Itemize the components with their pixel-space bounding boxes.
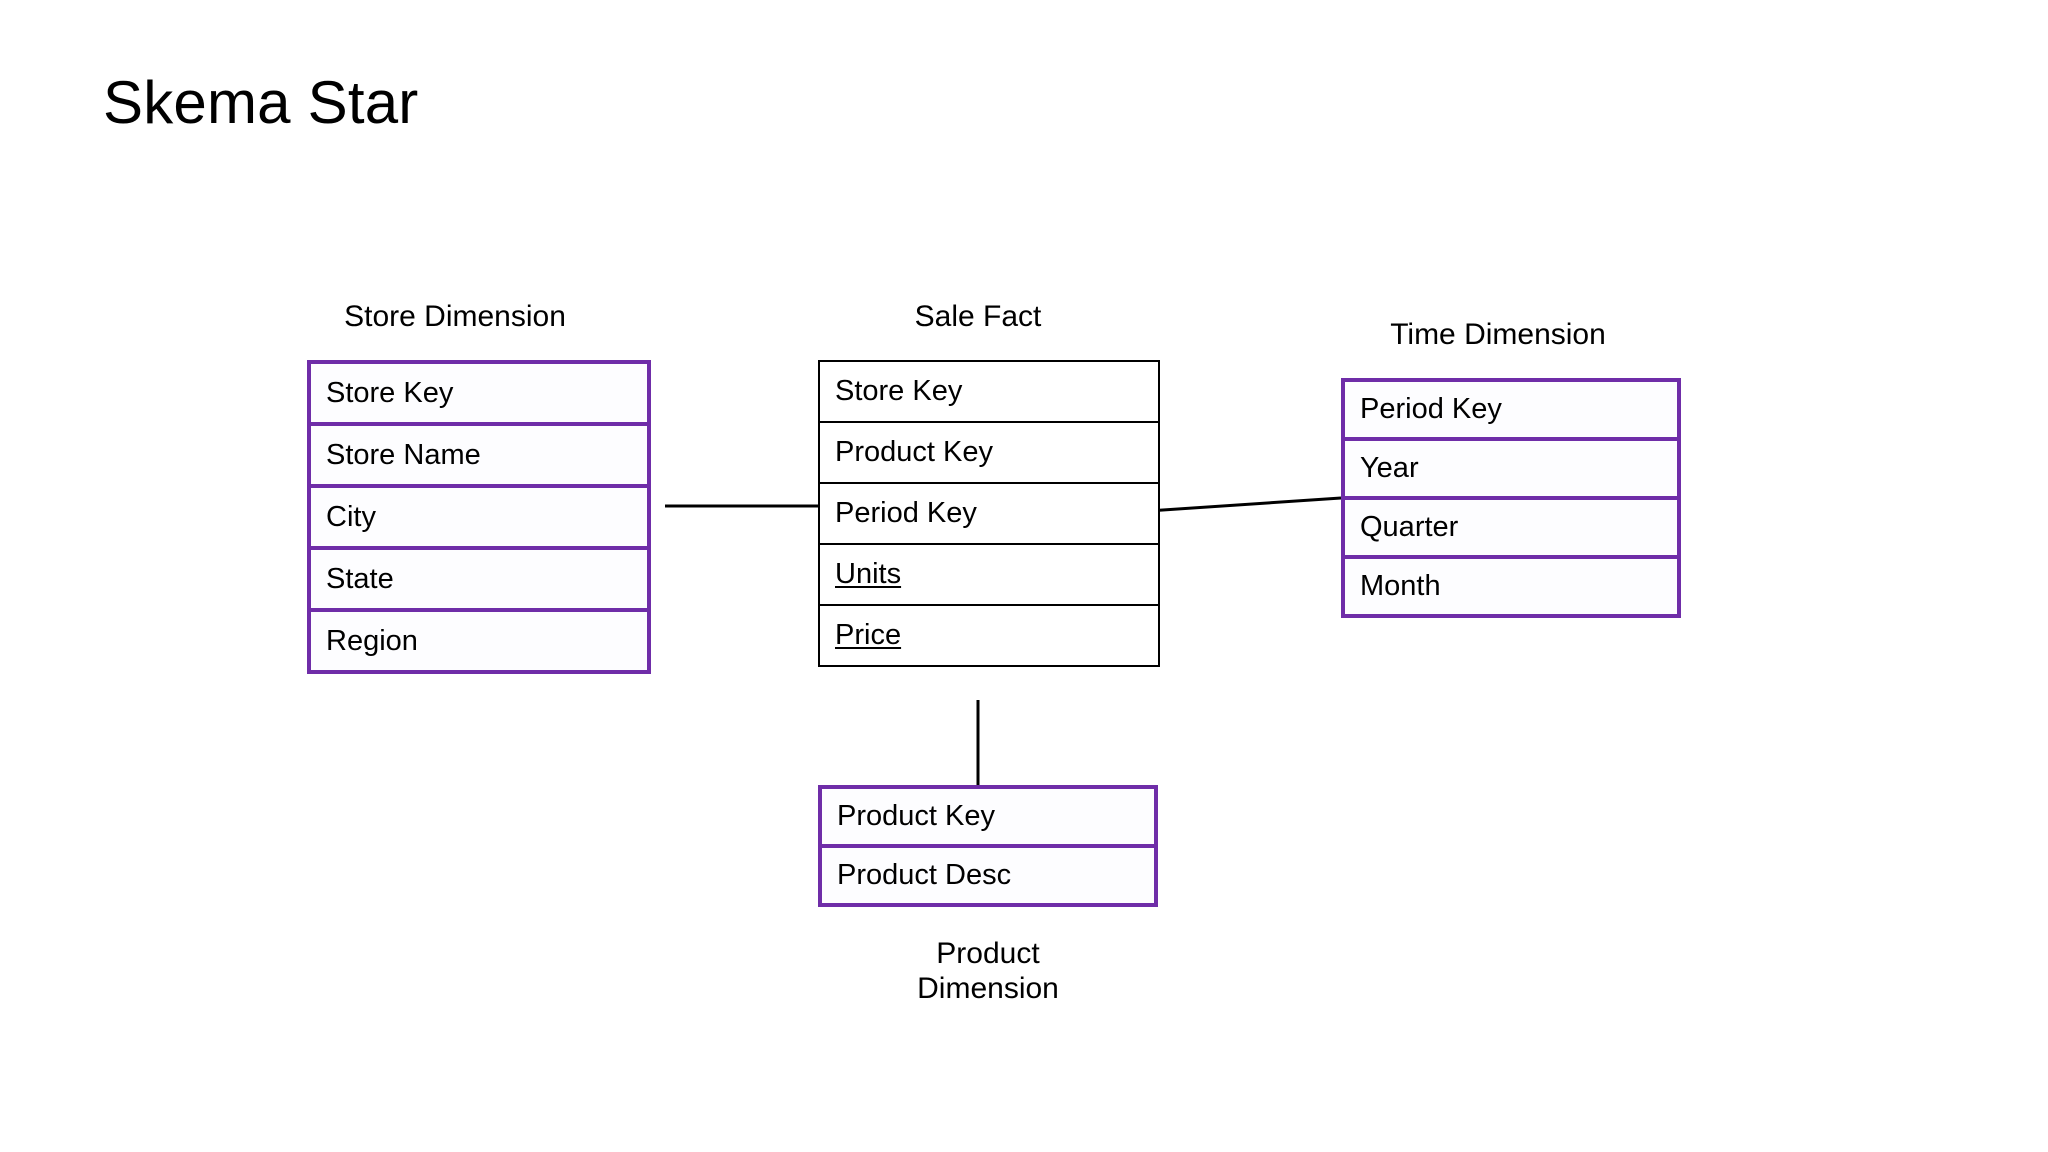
table-row: State bbox=[307, 546, 651, 612]
table-row: Store Name bbox=[307, 422, 651, 488]
table-row: Units bbox=[818, 543, 1160, 606]
field-label: Product Key bbox=[837, 800, 995, 832]
table-row: Region bbox=[307, 608, 651, 674]
field-label: Store Key bbox=[326, 376, 454, 409]
entity-caption-sale-fact: Sale Fact bbox=[914, 300, 1042, 333]
table-row: Store Key bbox=[818, 360, 1160, 423]
connector-fact-to-time bbox=[1147, 496, 1342, 513]
field-label: Period Key bbox=[1360, 393, 1502, 425]
table-row: Period Key bbox=[1341, 378, 1681, 441]
table-row: Year bbox=[1341, 437, 1681, 500]
page-title: Skema Star bbox=[103, 69, 419, 136]
field-label-measure: Units bbox=[835, 558, 902, 590]
table-row: Period Key bbox=[818, 482, 1160, 545]
field-label: Month bbox=[1360, 570, 1441, 602]
table-row: Quarter bbox=[1341, 496, 1681, 559]
entity-box-time-dimension: Period Key Year Quarter Month bbox=[1341, 378, 1681, 618]
entity-box-store-dimension: Store Key Store Name City State Region bbox=[307, 360, 651, 674]
entity-caption-store-dimension: Store Dimension bbox=[344, 300, 566, 333]
field-label: Product Desc bbox=[837, 859, 1012, 891]
table-row: Price bbox=[818, 604, 1160, 667]
field-label: Quarter bbox=[1360, 511, 1459, 543]
entity-caption-product-dimension: Product Dimension bbox=[917, 937, 1059, 1005]
entity-caption-time-dimension: Time Dimension bbox=[1390, 318, 1606, 351]
field-label: State bbox=[326, 562, 394, 595]
field-label: Year bbox=[1360, 452, 1419, 484]
table-row: Product Key bbox=[818, 785, 1158, 848]
table-row: Product Key bbox=[818, 421, 1160, 484]
entity-box-product-dimension: Product Key Product Desc bbox=[818, 785, 1158, 907]
field-label: Period Key bbox=[835, 497, 977, 529]
field-label-measure: Price bbox=[835, 619, 902, 651]
table-row: Product Desc bbox=[818, 844, 1158, 907]
field-label: Region bbox=[326, 624, 418, 657]
table-row: Store Key bbox=[307, 360, 651, 426]
table-row: Month bbox=[1341, 555, 1681, 618]
field-label: City bbox=[326, 500, 376, 533]
field-label: Store Key bbox=[835, 375, 963, 407]
entity-box-sale-fact: Store Key Product Key Period Key Units P… bbox=[818, 360, 1160, 667]
table-row: City bbox=[307, 484, 651, 550]
field-label: Store Name bbox=[326, 438, 481, 471]
field-label: Product Key bbox=[835, 436, 993, 468]
